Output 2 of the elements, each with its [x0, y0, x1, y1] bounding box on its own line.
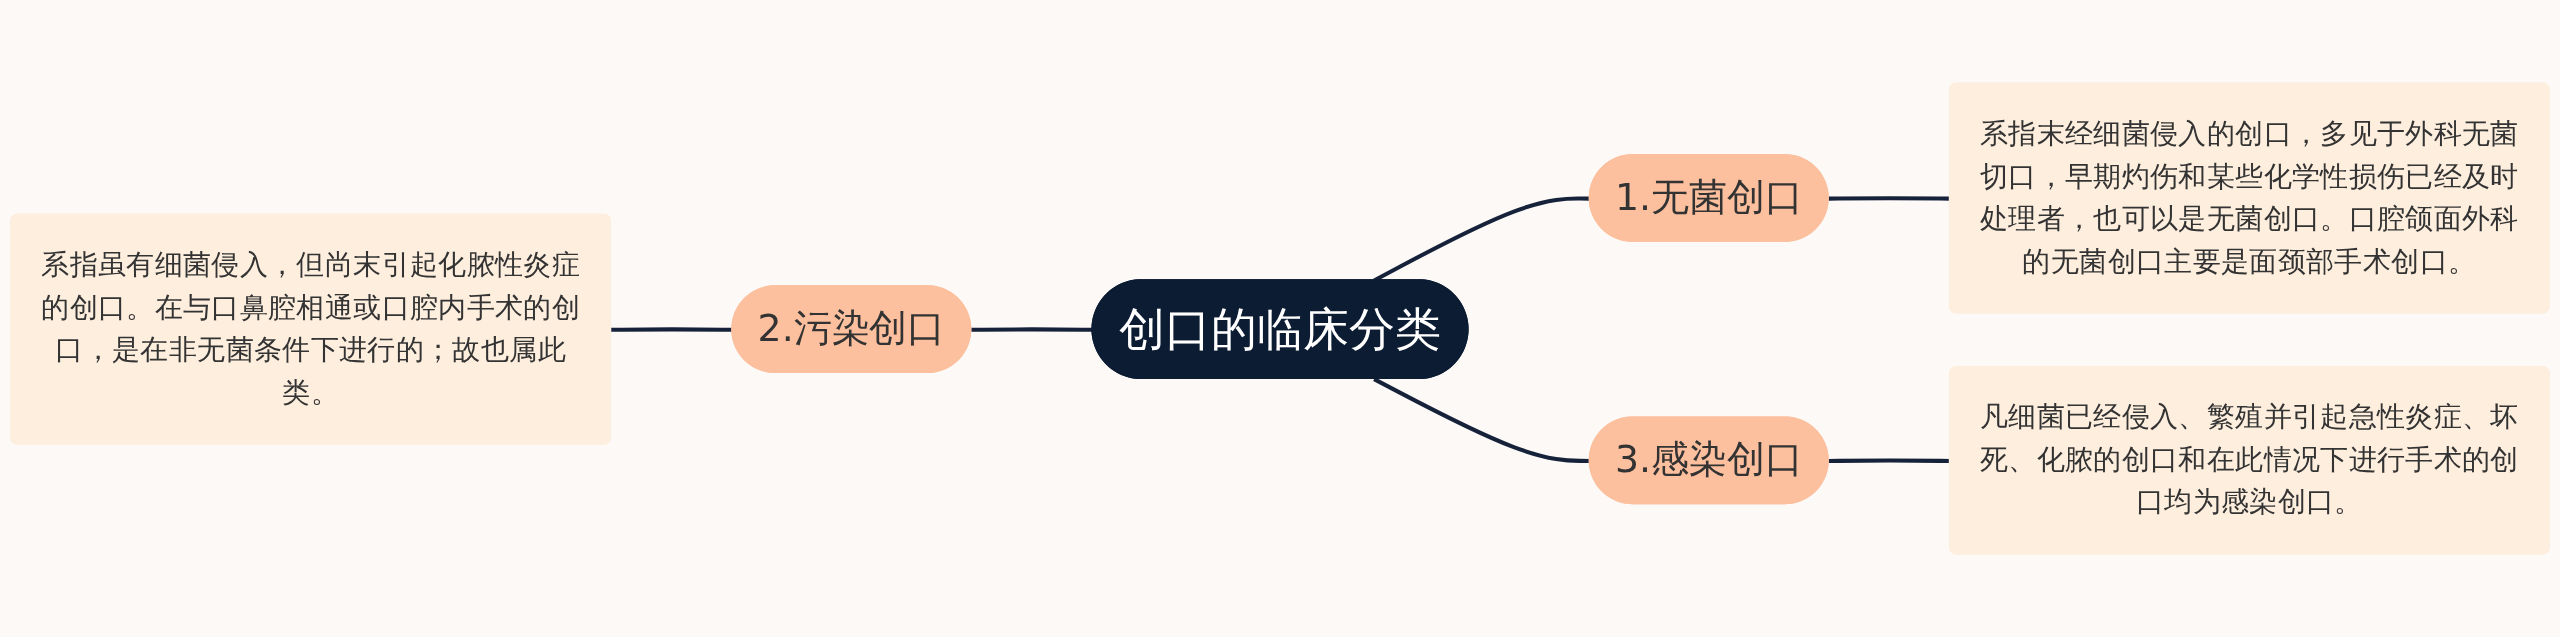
connector	[611, 327, 733, 332]
connector	[971, 327, 1093, 332]
